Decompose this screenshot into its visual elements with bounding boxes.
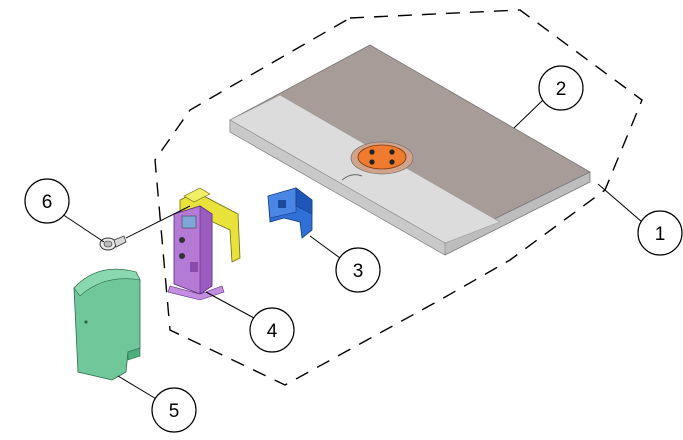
turntable (357, 144, 407, 170)
callout-3: 3 (335, 247, 381, 293)
leader-line-5 (117, 375, 159, 401)
leader-line-6 (61, 213, 105, 243)
hinge-bracket (167, 187, 241, 301)
bracket-screw-hole (179, 253, 185, 259)
bracket-purple-side (199, 205, 213, 295)
leader-line-1 (597, 183, 643, 223)
bracket-screw-hole (179, 237, 185, 243)
callout-2: 2 (538, 65, 584, 111)
callout-1: 1 (637, 210, 683, 256)
hinge-cover-notch (127, 347, 141, 361)
bracket-purple-foot (167, 285, 225, 301)
base-plate-light-band-edge (229, 119, 446, 256)
callout-4-label: 4 (267, 321, 278, 342)
assembly-boundary-dashed (154, 9, 643, 386)
callout-2-label: 2 (556, 79, 567, 100)
bracket-slot (190, 262, 198, 272)
leader-line-2 (513, 99, 544, 129)
screw (99, 235, 127, 251)
turntable-bolt (389, 159, 395, 165)
callout-6-label: 6 (42, 192, 53, 213)
blue-clip (267, 187, 313, 239)
leader-line-4 (205, 291, 255, 319)
hinge-cover (73, 268, 141, 381)
leader-line-3 (309, 235, 341, 259)
callout-3-label: 3 (353, 261, 364, 282)
bracket-block (181, 215, 197, 229)
hinge-cover-hole (84, 320, 88, 324)
callout-5: 5 (151, 387, 197, 433)
callout-1-label: 1 (655, 224, 666, 245)
hinge-cover-top (73, 269, 141, 297)
callout-4: 4 (249, 307, 295, 353)
base-plate (229, 44, 591, 256)
turntable-bolt (369, 159, 375, 165)
bracket-yellow-tab (183, 187, 211, 203)
callout-5-label: 5 (169, 401, 180, 422)
base-plate-slot (341, 174, 363, 181)
turntable-bolt (369, 149, 375, 155)
leader-line-6b (125, 205, 191, 239)
callout-6: 6 (24, 178, 70, 224)
turntable-bolt (389, 149, 395, 155)
